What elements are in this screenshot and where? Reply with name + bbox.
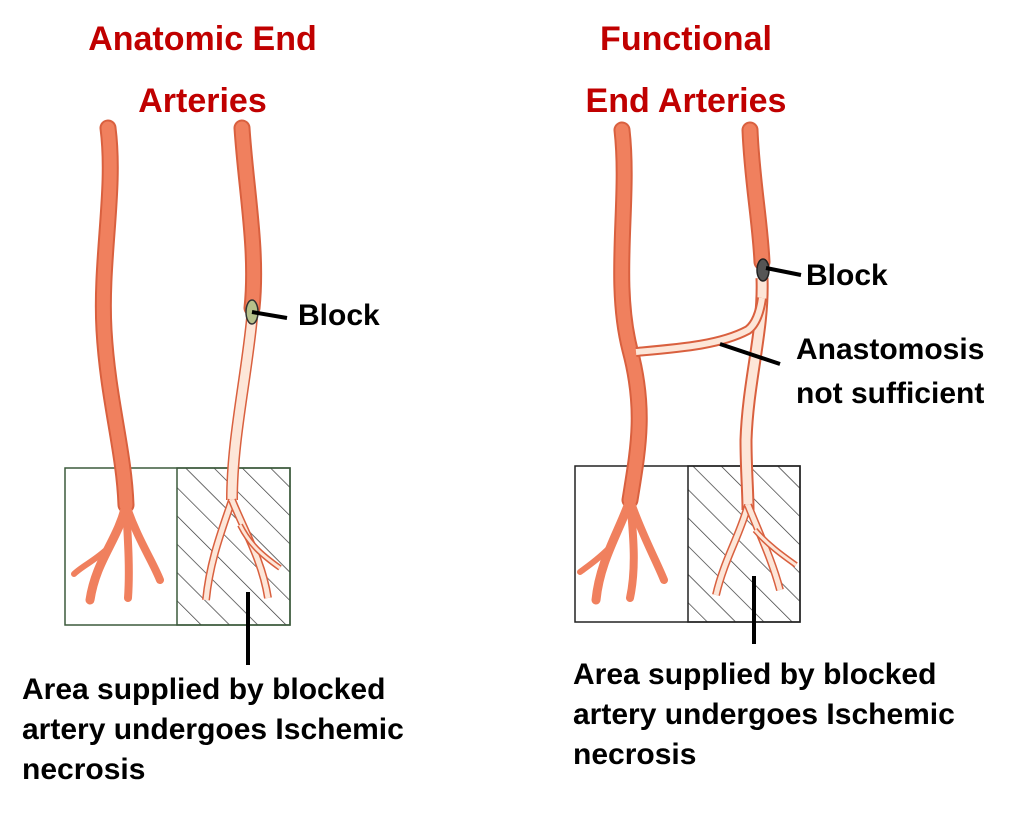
block-pointer-right [765, 266, 802, 277]
anatomic-end-arteries-title: Anatomic End Arteries [30, 8, 375, 132]
block-label-text: Block [806, 259, 888, 292]
functional-end-arteries-title: Functional End Arteries [540, 8, 832, 132]
title-line-2: Arteries [138, 82, 267, 120]
anastomosis-label: Anastomosis not sufficient [796, 328, 984, 416]
normal-artery-left [71, 119, 164, 605]
caption-line-3: necrosis [573, 738, 697, 771]
block-label-left: Block [298, 296, 380, 336]
anastomosis-label-line-2: not sufficient [796, 377, 985, 410]
anatomic-panel [64, 119, 291, 665]
title-line-1: Anatomic End [88, 20, 317, 58]
caption-line-3: necrosis [22, 753, 146, 786]
anastomosis-vessel [635, 297, 767, 357]
block-pointer-left [251, 310, 288, 320]
caption-line-2: artery undergoes Ischemic [22, 713, 404, 746]
blocked-artery-left [202, 119, 282, 601]
title-line-1: Functional [600, 20, 772, 58]
caption-line-1: Area supplied by blocked [22, 673, 386, 706]
block-label-right: Block [806, 256, 888, 296]
functional-panel [574, 121, 802, 644]
title-line-2: End Arteries [585, 82, 787, 120]
necrosis-caption-right: Area supplied by blocked artery undergoe… [573, 655, 955, 775]
caption-line-2: artery undergoes Ischemic [573, 698, 955, 731]
caption-line-1: Area supplied by blocked [573, 658, 937, 691]
normal-artery-right [577, 121, 668, 605]
anastomosis-pointer [719, 342, 781, 366]
necrosis-caption-left: Area supplied by blocked artery undergoe… [22, 670, 404, 790]
block-label-text: Block [298, 299, 380, 332]
anastomosis-label-line-1: Anastomosis [796, 333, 985, 366]
